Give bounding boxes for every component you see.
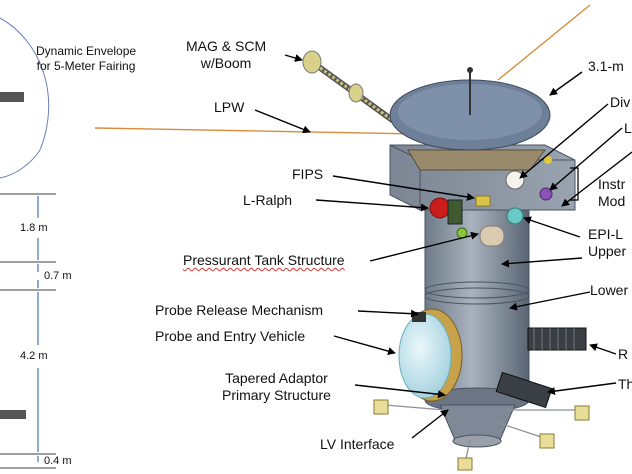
foot-pad-left [373, 399, 389, 415]
mag-scm-label-line1: MAG & SCM [186, 38, 267, 54]
antenna-dish [389, 67, 551, 171]
div-label: Div [610, 94, 631, 110]
dimension-3: 4.2 m [20, 350, 48, 362]
fips-label: FIPS [292, 166, 324, 182]
th-label: Th [618, 376, 632, 392]
l-ralph-instrument [429, 197, 451, 219]
dimension-1: 1.8 m [20, 222, 48, 234]
dimension-2: 0.7 m [44, 270, 72, 282]
fips-instrument [475, 195, 491, 207]
foot-pad-back [539, 433, 555, 449]
l-ralph-mount [447, 199, 463, 225]
thruster-module [495, 371, 553, 409]
epi-upper-line2: Upper [588, 243, 627, 259]
instrument-module-line1: Instr [598, 176, 626, 192]
dimension-4: 0.4 m [44, 455, 72, 467]
foot-pad-front [457, 457, 473, 471]
lpw-wire-upper [497, 4, 591, 81]
instrument-bracket [570, 167, 579, 201]
purple-sensor [539, 187, 553, 201]
support-legs [384, 404, 580, 465]
dimension-stack [0, 193, 56, 469]
antenna-label: 3.1-m [588, 58, 624, 74]
probe-entry-label: Probe and Entry Vehicle [155, 328, 306, 344]
mag-scm-label: MAG & SCM w/Boom [186, 38, 266, 72]
probe-release-label: Probe Release Mechanism [155, 302, 324, 318]
stowed-boom-marker-lower [0, 410, 26, 419]
tapered-adaptor-line1: Tapered Adaptor [225, 370, 328, 386]
radiator-panel [527, 327, 587, 351]
probe-entry-vehicle [398, 308, 463, 402]
l-label: L [624, 120, 632, 136]
foot-pad-right [574, 405, 590, 421]
pressurant-tank [479, 225, 505, 247]
div-instrument [505, 170, 525, 190]
epi-lo-line1: EPI-L [588, 226, 624, 242]
envelope-label: Dynamic Envelope for 5-Meter Fairing [36, 44, 136, 74]
epi-lo-label: EPI-L Upper [588, 226, 626, 260]
instrument-module-line2: Mod [598, 193, 626, 209]
r-label: R [618, 346, 629, 362]
small-yellow-part [544, 156, 552, 164]
lpw-label: LPW [214, 99, 245, 115]
mag-scm-boom [302, 50, 397, 125]
pressurant-tank-label: Pressurant Tank Structure [183, 252, 345, 268]
l-ralph-label: L-Ralph [243, 192, 293, 208]
stowed-boom-marker [0, 92, 24, 102]
mag-scm-label-line2: w/Boom [200, 55, 252, 71]
envelope-label-line1: Dynamic Envelope [36, 44, 137, 58]
lower-label: Lower [590, 282, 629, 298]
tapered-adaptor-line2: Primary Structure [222, 387, 331, 403]
leader-lines [254, 54, 632, 439]
instrument-module-label: Instr Mod [598, 176, 625, 210]
lpw-wire [94, 127, 421, 135]
fairing-envelope-outline [0, 17, 50, 179]
envelope-label-line2: for 5-Meter Fairing [36, 59, 136, 73]
tapered-adaptor-label: Tapered Adaptor Primary Structure [222, 370, 331, 404]
lv-interface-label: LV Interface [320, 436, 395, 452]
epi-lo-instrument [506, 207, 524, 225]
